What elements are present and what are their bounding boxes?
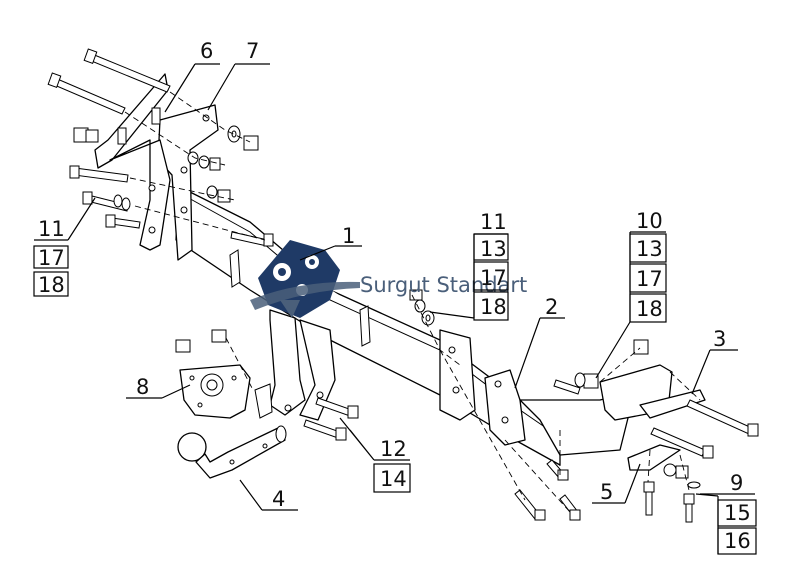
callout-15: 15 (724, 501, 751, 525)
watermark-logo (250, 240, 360, 318)
tow-ball-part-4 (177, 425, 287, 479)
callout-18-mid: 18 (480, 295, 507, 319)
callout-9: 9 (730, 471, 743, 495)
assembly-dashed-lines (124, 91, 701, 513)
washers-mid-right (409, 289, 435, 326)
callout-14: 14 (380, 467, 407, 491)
mounting-plate-part-3 (553, 339, 759, 459)
callout-3: 3 (713, 327, 726, 351)
callout-17-left: 17 (38, 246, 65, 270)
callout-13-right: 13 (636, 237, 663, 261)
callout-18-right: 18 (636, 297, 663, 321)
callout-16: 16 (724, 529, 751, 553)
washers-nuts-part-7 (113, 125, 259, 211)
side-bracket-part-2 (439, 329, 631, 456)
callout-8: 8 (136, 375, 149, 399)
callout-7: 7 (246, 39, 259, 63)
callout-numbers: 6 7 1 2 3 4 5 8 9 11 17 18 11 13 17 18 1… (38, 39, 751, 553)
callout-18-left: 18 (38, 273, 65, 297)
callout-4: 4 (272, 487, 285, 511)
callout-leaders (33, 63, 757, 555)
callout-17-right: 17 (636, 267, 663, 291)
mounting-plate-part-6 (94, 73, 171, 251)
watermark-brand-text: Surgut Standart (360, 273, 527, 297)
callout-12: 12 (380, 437, 407, 461)
bolts-part-2 (303, 397, 581, 521)
callout-11-mid: 11 (480, 210, 507, 234)
callout-11-left: 11 (38, 217, 65, 241)
lower-bracket-left (254, 309, 336, 421)
callout-2: 2 (545, 295, 558, 319)
lower-bracket-part-5 (627, 444, 701, 523)
callout-1: 1 (342, 224, 355, 248)
callout-6: 6 (200, 39, 213, 63)
callout-13-mid: 13 (480, 237, 507, 261)
callout-5: 5 (600, 480, 613, 504)
callout-10: 10 (636, 209, 663, 233)
socket-plate-part-8 (175, 329, 251, 419)
callout-17-mid: 17 (480, 266, 507, 290)
